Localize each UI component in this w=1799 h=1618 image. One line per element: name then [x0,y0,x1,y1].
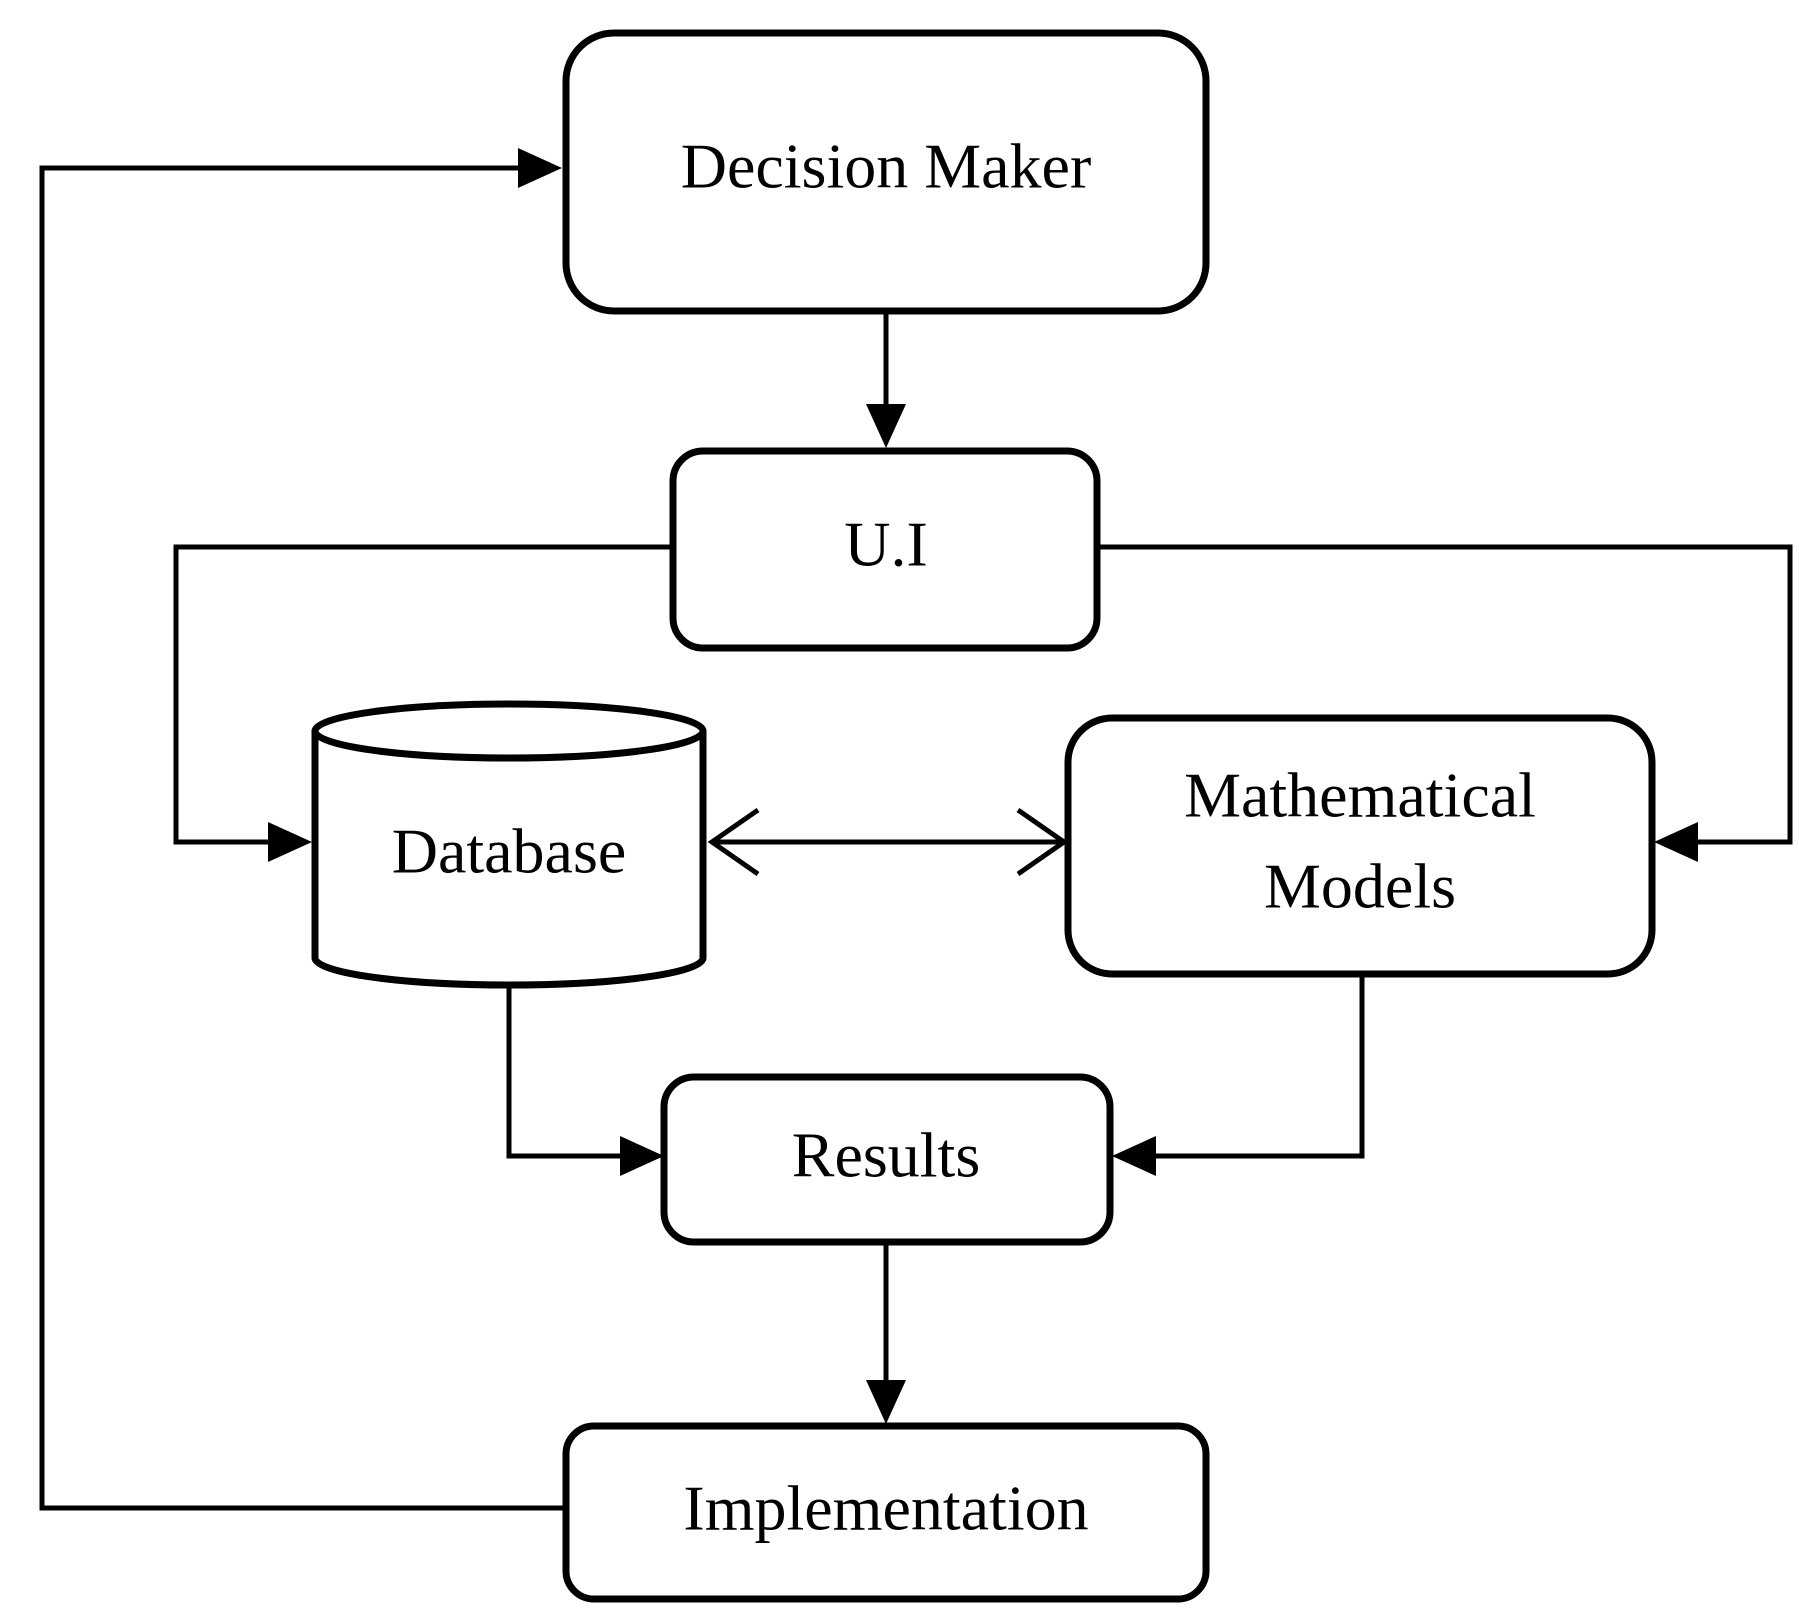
open-arrowhead-at-mathematical-models [1016,807,1069,877]
node-results-label: Results [792,1120,980,1191]
node-mathematical-models-label-line-2: Models [1264,851,1456,922]
node-mathematical-models-label-line-1: Mathematical [1184,760,1536,831]
database-cylinder-top [311,700,707,762]
connector-ui-to-database [173,544,672,845]
arrowhead-into-decision-maker [518,148,562,188]
connector-database-to-results [506,985,625,1159]
connector-ui-to-mathematical-models [1098,544,1793,845]
arrowhead-into-implementation [866,1380,906,1424]
connector-implementation-to-decision-maker [39,165,563,1511]
arrowhead-database-into-results [620,1136,664,1176]
arrowhead-into-ui [866,404,906,448]
connector-mathematical-models-to-results [1156,976,1365,1159]
node-decision-maker-label: Decision Maker [681,131,1092,202]
open-arrowhead-at-database [707,807,760,877]
node-implementation: Implementation [562,1422,1210,1603]
node-mathematical-models: Mathematical Models [1064,714,1656,978]
node-ui: U.I [669,447,1101,652]
node-database-label: Database [392,816,627,887]
arrowhead-into-database [268,822,312,862]
database-cylinder-body [311,731,707,989]
node-ui-label: U.I [844,509,928,580]
arrowhead-into-mathematical-models [1654,822,1698,862]
arrowhead-models-into-results [1112,1136,1156,1176]
node-database: Database [311,700,707,989]
node-decision-maker: Decision Maker [562,29,1210,315]
node-implementation-label: Implementation [683,1473,1088,1544]
node-results: Results [660,1073,1114,1246]
